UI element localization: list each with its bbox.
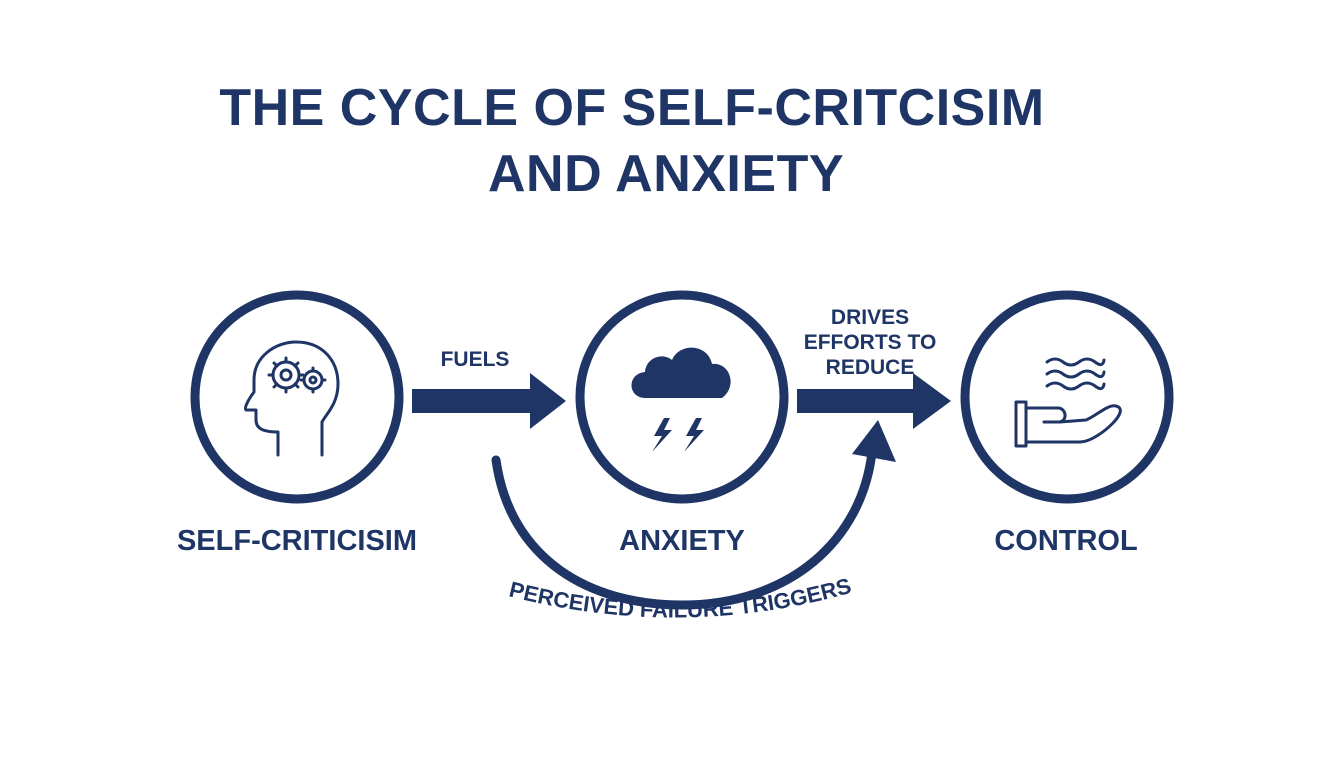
head-gears-icon (244, 340, 340, 457)
drives-arrow-label-line-3: REDUCE (825, 356, 915, 379)
anxiety-label: ANXIETY (619, 525, 745, 557)
loop-arrow (491, 420, 896, 610)
drives-arrow (797, 373, 951, 429)
loop-arrow-label: PERCEIVED FAILURE TRIGGERS (507, 573, 854, 623)
anxiety-circle (575, 290, 789, 504)
fuels-arrow-label: FUELS (440, 348, 510, 371)
drives-arrow-label-line-2: EFFORTS TO (803, 331, 937, 354)
control-circle (960, 290, 1174, 504)
self-criticism-circle (190, 290, 404, 504)
drives-arrow-label-line-1: DRIVES (830, 306, 910, 329)
fuels-arrow (412, 373, 566, 429)
title-line-1: THE CYCLE OF SELF-CRITCISIM (219, 79, 1045, 137)
self-criticism-label: SELF-CRITICISIM (176, 525, 418, 557)
control-label: CONTROL (994, 525, 1138, 557)
hand-waves-icon (1014, 357, 1122, 448)
storm-cloud-icon (631, 347, 731, 452)
title-line-2: AND ANXIETY (487, 145, 845, 203)
